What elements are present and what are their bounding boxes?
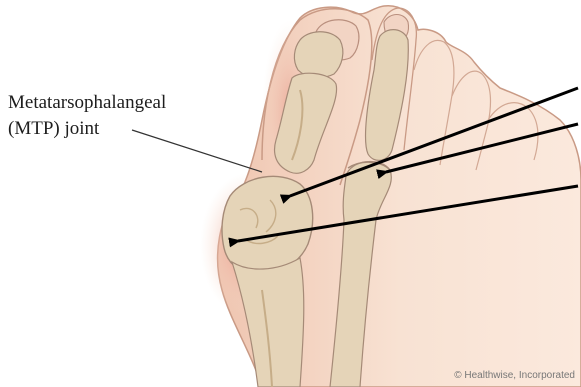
arrow-1 xyxy=(290,88,578,196)
mtp-label-line1: Metatarsophalangeal xyxy=(8,92,166,114)
mtp-label-line2: (MTP) joint xyxy=(8,118,99,140)
arrow-3 xyxy=(238,186,578,241)
mtp-label-leader-line xyxy=(132,130,262,172)
copyright-credit: © Healthwise, Incorporated xyxy=(454,370,575,381)
